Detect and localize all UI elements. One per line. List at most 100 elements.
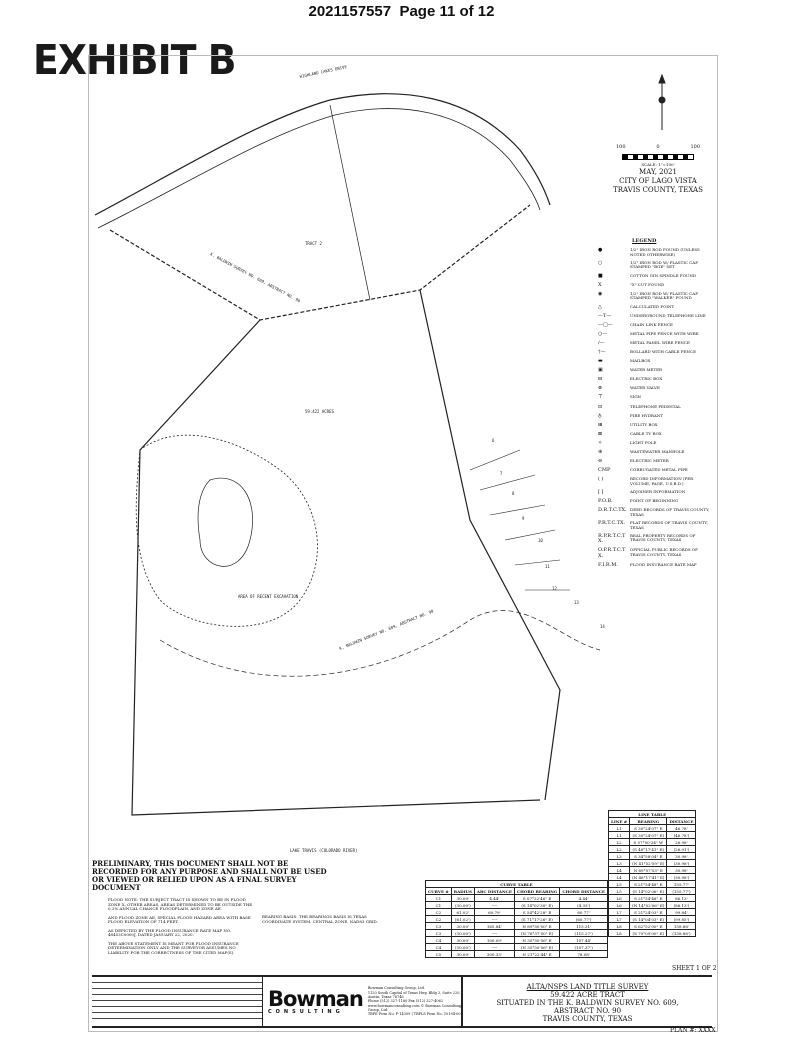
legend-item: ○—METAL PIPE FENCE WITH WIRE <box>598 331 712 338</box>
legend-item: ⊖ELECTRIC METER <box>598 459 712 465</box>
title-line: SITUATED IN THE K. BALDWIN SURVEY NO. 60… <box>496 999 679 1007</box>
table-cell: (30.00') <box>450 929 475 937</box>
legend-item: ◉1/2" IRON ROD W/ PLASTIC CAP STAMPED "W… <box>598 291 712 301</box>
table-cell: L1 <box>607 831 631 839</box>
legend-item: O.P.R.T.C.TX.OFFICIAL PUBLIC RECORDS OF … <box>598 548 712 559</box>
scale-bar <box>622 154 694 160</box>
legend-item: ⊞UTILITY BOX <box>598 421 712 429</box>
legend-text: SIGN <box>630 394 642 400</box>
legend-symbol-icon: ⊞ <box>598 421 603 428</box>
legend-text: MAILBOX <box>630 358 651 364</box>
table-row: L5(S 14°02'06" E)(155.77') <box>607 887 697 895</box>
exhibit-stamp: EXHIBIT B <box>33 36 236 84</box>
table-cell: ---- <box>473 929 515 937</box>
table-header: CHORD DISTANCE <box>559 887 608 895</box>
table-cell: (107.37') <box>559 943 608 951</box>
table-row: C1(30.00')----(S 14°02'30" E)(4.33') <box>425 901 608 909</box>
legend-text: BOLLARD WITH CABLE FENCE <box>630 349 697 354</box>
table-cell: 30.98' <box>666 852 697 860</box>
table-cell: 115.31' <box>559 922 608 930</box>
table-row: C4(30.00')----(N 35°50'56" E)(107.37') <box>425 943 608 951</box>
flood-note: AND FLOOD ZONE AE, SPECIAL FLOOD HAZARD … <box>108 914 251 924</box>
legend-item: ○ 1/2" IRON ROD W/ PLASTIC CAP STAMPED "B… <box>598 259 712 270</box>
table-header: RADIUS <box>450 887 475 895</box>
table-cell: 99.84' <box>666 908 697 916</box>
table-header: LINE # <box>607 817 631 825</box>
legend-item: ( ) RECORD INFORMATION (PER VOLUME, PAGE,… <box>598 476 712 486</box>
legend-item: P.O.B.POINT OF BEGINNING <box>598 499 712 505</box>
legend-symbol-icon: ✧ <box>598 439 603 446</box>
table-cell: (86.13') <box>666 901 697 909</box>
road-label: HIGHLAND LAKES DRIVE <box>299 64 348 79</box>
shoreline <box>159 610 601 677</box>
legend-symbol-icon: ○ <box>598 259 603 266</box>
line-number: 7 <box>500 471 503 476</box>
legend-symbol-icon: ⊗ <box>598 385 603 392</box>
legend-symbol-icon: ▬ <box>598 358 603 365</box>
table-cell: 4.44' <box>559 894 608 902</box>
flood-note: THE ABOVE STATEMENT IS MEANT FOR FLOOD I… <box>108 940 239 955</box>
legend-item: ⊡TELEPHONE PEDESTAL <box>598 404 712 411</box>
table-cell: (30.98') <box>666 859 697 867</box>
table-row: L1(S 30°24'07" E)(46.78') <box>607 831 697 839</box>
legend-text: RECORD INFORMATION (PER VOLUME, PAGE, U.… <box>630 476 694 486</box>
legend-item: △CALCULATED POINT <box>598 303 712 311</box>
bearing-basis: BEARING BASIS: THE BEARINGS BASIS IS TEX… <box>262 914 378 924</box>
table-cell: C4 <box>425 943 452 951</box>
legend-text: "X" CUT FOUND <box>630 281 665 287</box>
table-header: BEARING <box>629 817 668 825</box>
table-cell: (N 14°02'06" E) <box>629 901 668 909</box>
legend-symbol-icon: D.R.T.C.TX. <box>598 507 627 514</box>
legend-text: CALCULATED POINT <box>630 303 675 309</box>
road-edge <box>94 93 551 216</box>
title-line: 59.422 ACRE TRACT <box>550 991 625 999</box>
table-cell: ---- <box>473 943 515 951</box>
legend-item: —□—CHAIN LINK FENCE <box>598 321 712 329</box>
legend-text: METAL PANEL WIRE FENCE <box>630 339 690 345</box>
legend-symbol-icon: ● <box>598 247 603 253</box>
shoreline <box>135 434 318 627</box>
curve-table-title: CURVE TABLE <box>425 880 608 888</box>
table-cell: (30.00') <box>450 943 475 951</box>
table-cell: 46.78' <box>666 824 697 832</box>
legend-symbol-icon: ⊕ <box>598 449 603 456</box>
table-cell: S 07°22'46" E <box>513 894 561 902</box>
legend-item: F.I.R.M.FLOOD INSURANCE RATE MAP <box>598 562 712 569</box>
table-cell: (S 14°02'06" E) <box>629 887 668 895</box>
table-cell: N 21°22'44" E <box>513 950 561 958</box>
legend-text: 1/2" IRON ROD W/ PLASTIC CAP STAMPED "BG… <box>630 259 698 270</box>
table-cell: 155.77' <box>666 880 697 888</box>
excavation-label: AREA OF RECENT EXCAVATION <box>238 594 299 599</box>
line-number: 12 <box>552 586 557 591</box>
table-cell: L2 <box>607 838 631 846</box>
legend-symbol-icon: †— <box>598 349 606 355</box>
table-cell: L6 <box>607 894 631 902</box>
legend-symbol-icon: ⊟ <box>598 376 603 383</box>
table-cell: L3 <box>607 852 631 860</box>
legend-title: LEGEND <box>632 238 657 244</box>
table-cell: (26.91') <box>666 845 697 853</box>
acres-label: 59.422 ACRES <box>305 409 334 414</box>
legend-text: CABLE TV BOX <box>630 430 662 436</box>
table-cell: (60.77') <box>559 915 608 923</box>
table-cell: L8 <box>607 929 631 937</box>
legend-item: P.R.T.C.TX.PLAT RECORDS OF TRAVIS COUNTY… <box>598 520 712 530</box>
legend-symbol-icon: ( ) <box>598 476 604 483</box>
table-cell: L8 <box>607 922 631 930</box>
table-cell: C2 <box>425 908 452 916</box>
legend-text: CHAIN LINK FENCE <box>630 321 673 327</box>
legend-symbol-icon: ■ <box>598 272 603 279</box>
drive <box>197 477 253 567</box>
table-cell: (155.77') <box>666 887 697 895</box>
flood-note: FLOOD NOTE: THE SUBJECT TRACT IS SHOWN T… <box>108 897 253 911</box>
legend-item: ⊤SIGN <box>598 395 712 401</box>
boundary-line <box>131 319 541 816</box>
line-number: 6 <box>492 438 495 443</box>
table-cell: S 54°42'28" E <box>513 908 561 916</box>
